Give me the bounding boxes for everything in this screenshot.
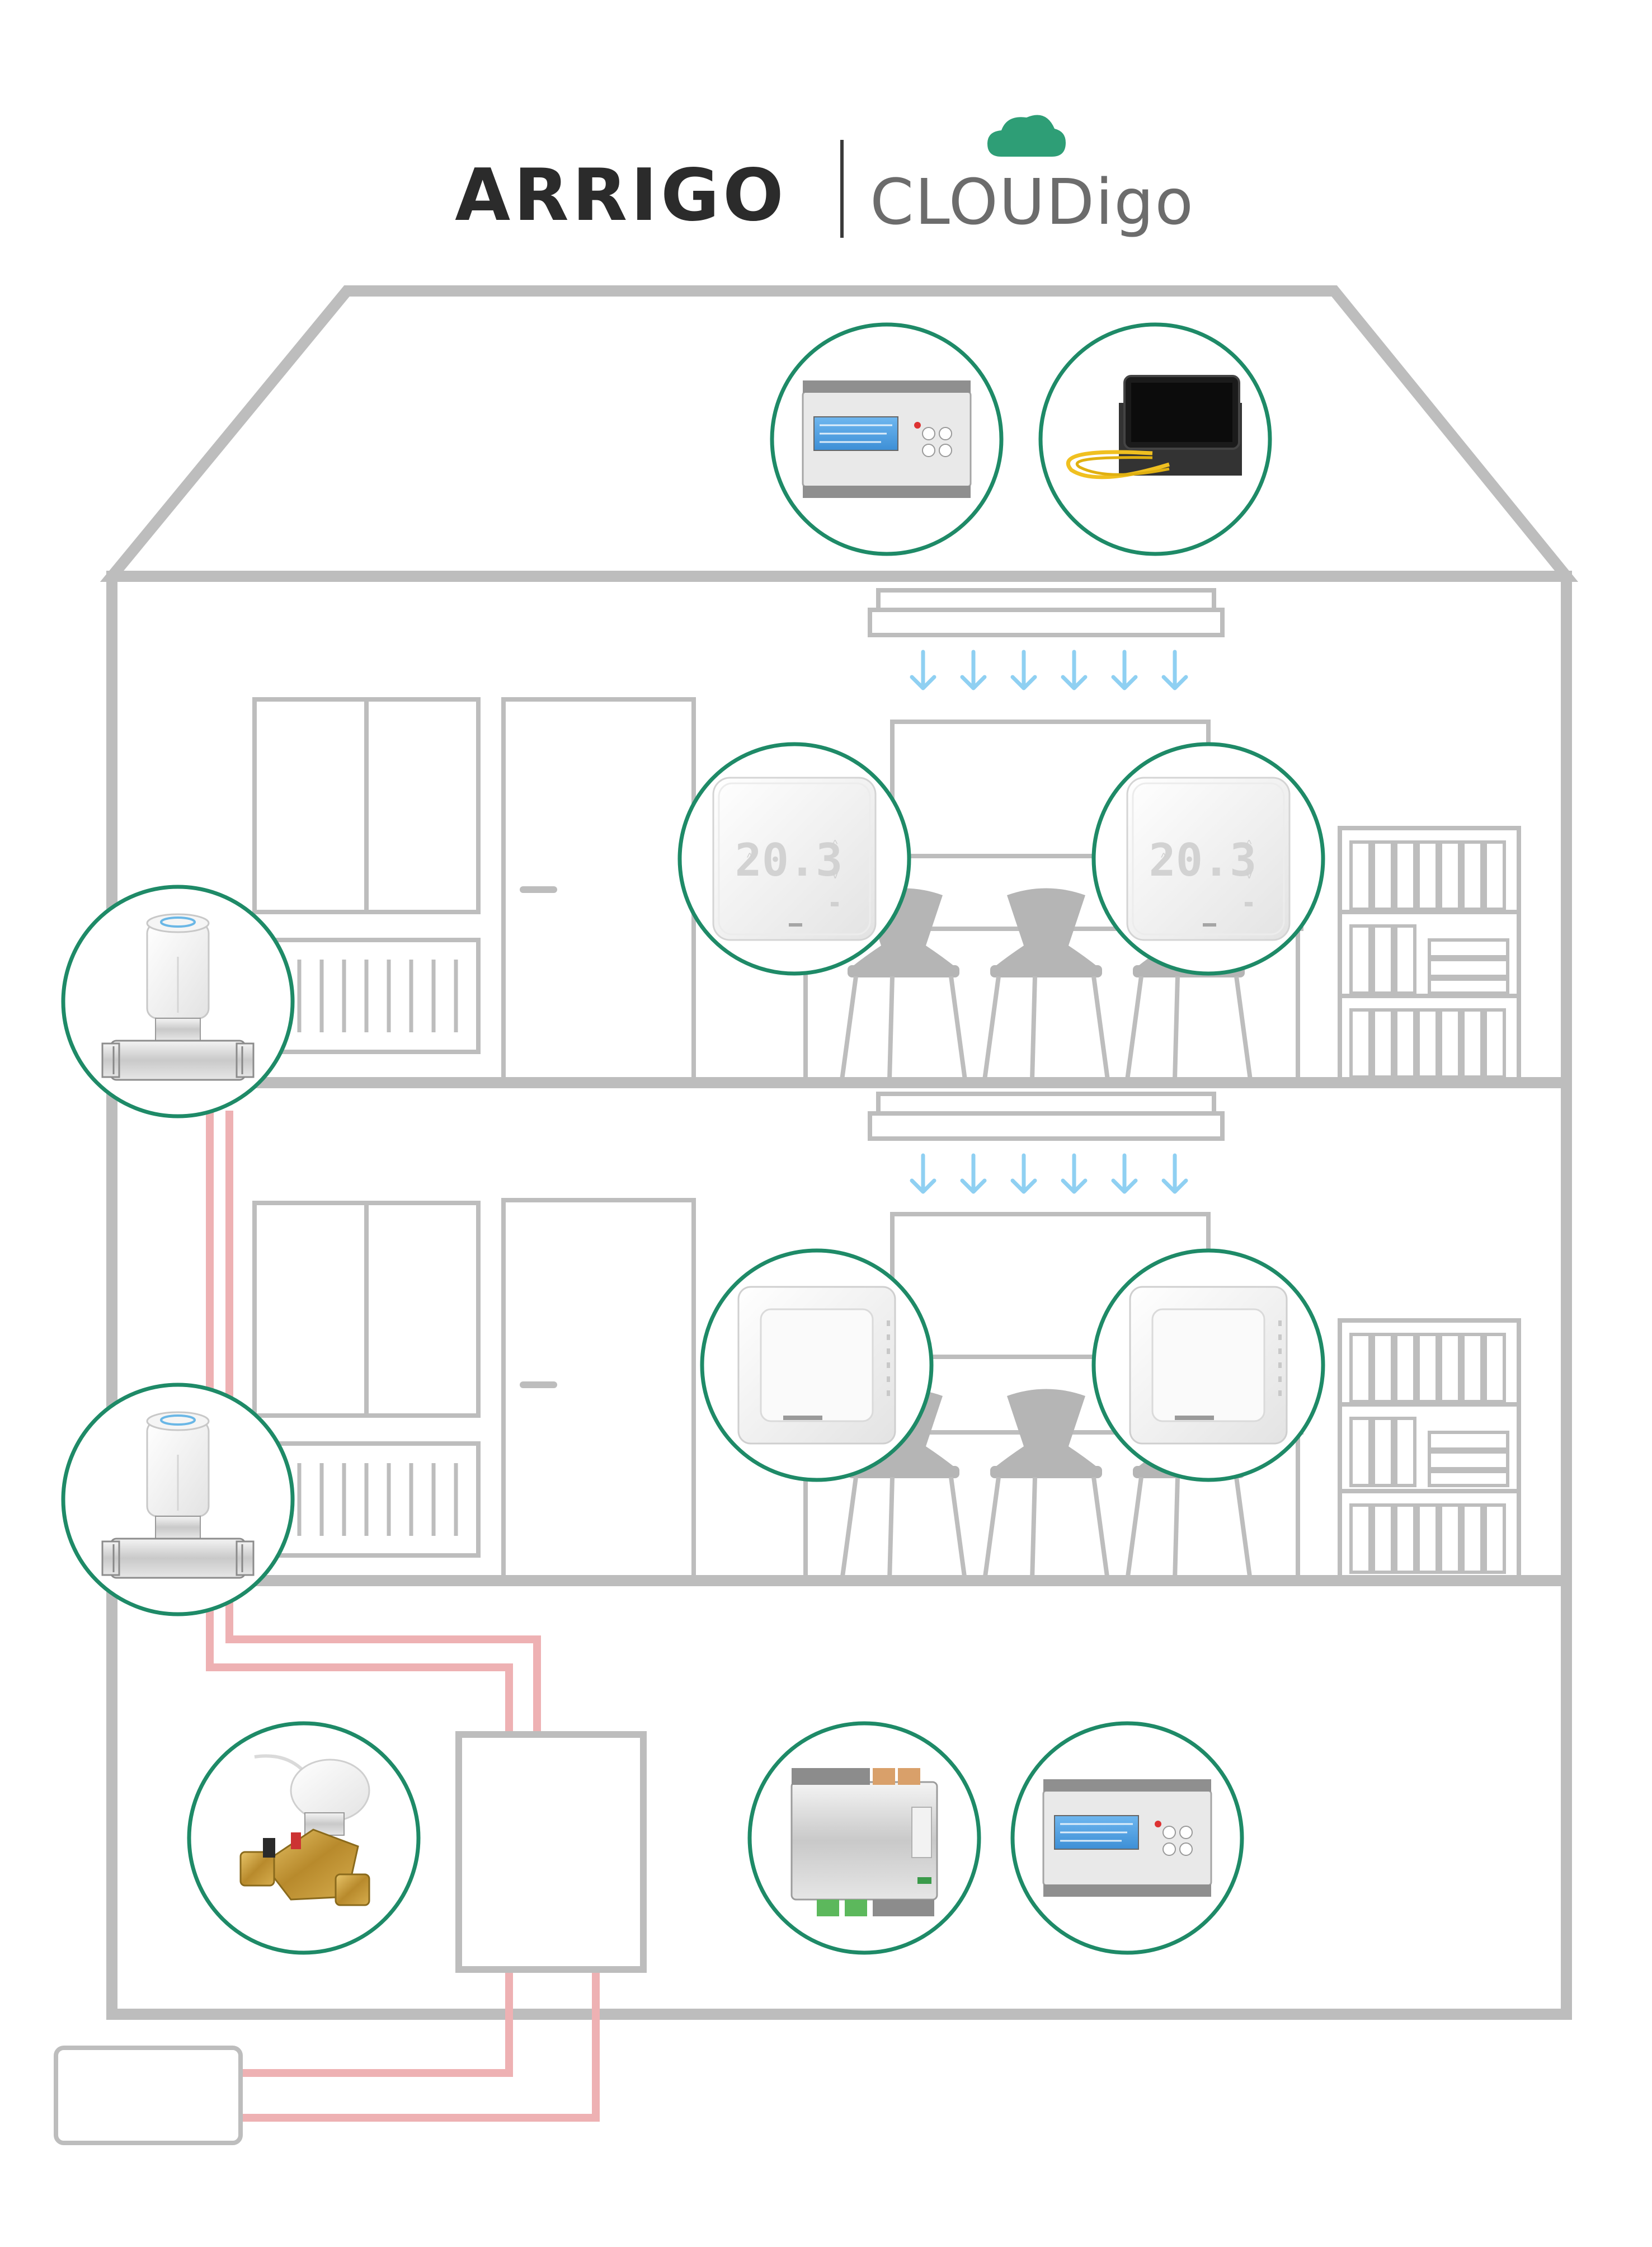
room-sensor-middle-left: [700, 1248, 934, 1482]
middle-binders: [1349, 1333, 1509, 1574]
roof-controller: [770, 322, 1004, 556]
balancing-valve: [187, 1721, 421, 1955]
controller-icon: [1042, 1778, 1212, 1898]
room-sensor-icon: [737, 1286, 896, 1445]
balancing-valve-icon: [239, 1754, 370, 1906]
svg-text:v: v: [832, 869, 838, 881]
roof-touch-panel: [1038, 322, 1272, 556]
room-sensor-icon: [1129, 1286, 1288, 1445]
cloudigo-logo-text: CLOUDigo: [870, 166, 1194, 239]
svg-text:^: ^: [832, 838, 838, 850]
upper-binders: [1349, 840, 1509, 1079]
thermostat-icon: 20.3 ^ ^ v: [712, 777, 877, 941]
io-module: [747, 1721, 981, 1955]
thermostat-upper-left: 20.3 ^ ^ v: [677, 742, 911, 976]
heat-source-box: [54, 2046, 243, 2145]
thermostat-display-left: 20.3: [735, 834, 843, 886]
air-flow-arrows-upper: [910, 650, 1188, 690]
building-outline: [100, 285, 1579, 2020]
valve-actuator-upper: [61, 885, 295, 1118]
thermostat-upper-right: 20.3 ^ ^ v: [1091, 742, 1325, 976]
valve-actuator-lower: [61, 1383, 295, 1616]
air-flow-arrows-lower: [910, 1153, 1188, 1194]
svg-text:v: v: [1246, 869, 1252, 881]
cloud-icon: [987, 115, 1066, 157]
svg-text:^: ^: [1246, 838, 1252, 850]
arrigo-logo: ARRIGO: [455, 154, 787, 237]
air-diffuser-upper: [868, 588, 1225, 637]
thermostat-display-right: 20.3: [1149, 834, 1257, 886]
touch-panel-icon: [1066, 375, 1242, 480]
arrigo-logo-text: ARRIGO: [455, 154, 787, 237]
door-middle: [501, 1198, 696, 1580]
room-sensor-middle-right: [1091, 1248, 1325, 1482]
ground-controller: [1010, 1721, 1244, 1955]
air-diffuser-lower: [868, 1092, 1225, 1141]
controller-icon: [802, 379, 972, 499]
svg-text:^: ^: [747, 850, 753, 864]
svg-text:^: ^: [1161, 850, 1167, 864]
building-walls: [106, 571, 1572, 2020]
io-module-icon: [790, 1768, 938, 1916]
distribution-cabinet: [455, 1731, 647, 1973]
cloudigo-logo: CLOUDigo: [870, 115, 1194, 239]
bookshelf-upper: [1338, 826, 1521, 1082]
thermostat-icon: 20.3 ^ ^ v: [1126, 777, 1291, 941]
bookshelf-middle: [1338, 1318, 1521, 1580]
